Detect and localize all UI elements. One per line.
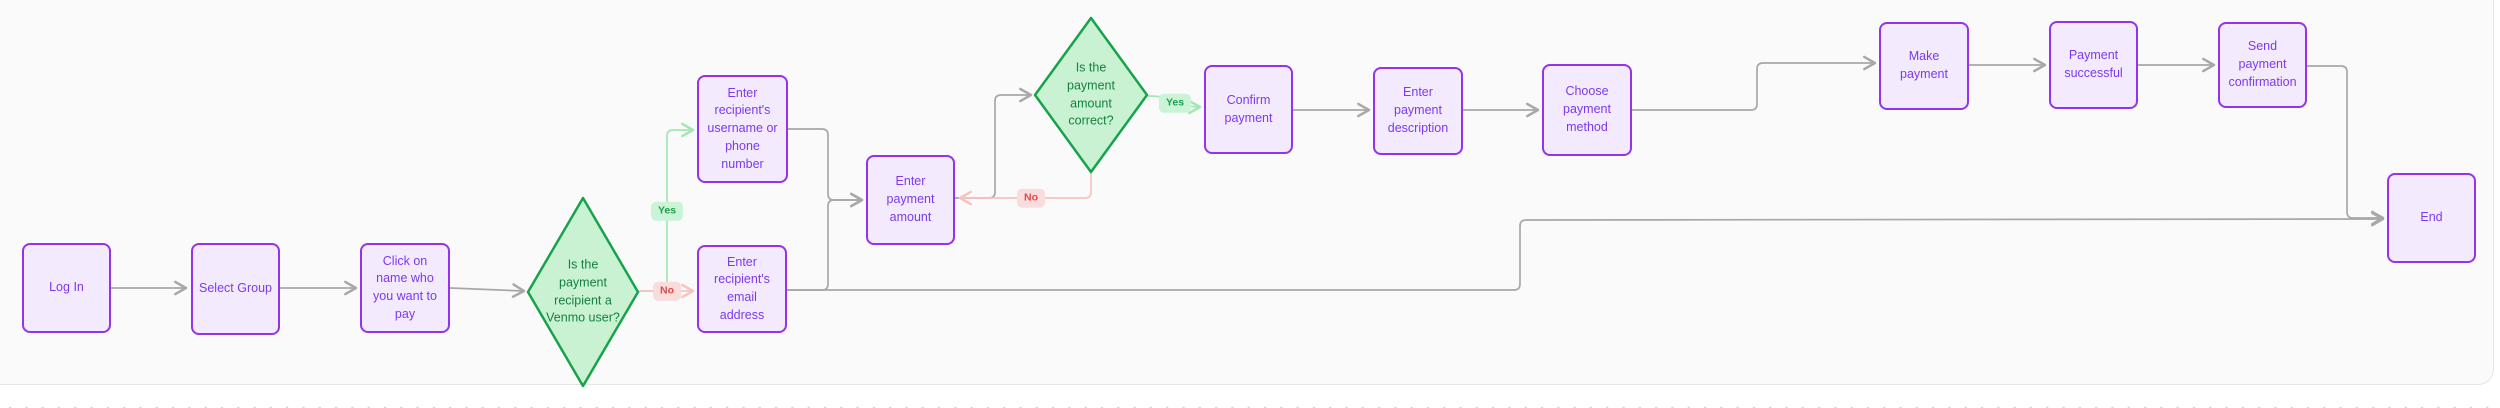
- node-make-payment[interactable]: Make payment: [1879, 22, 1969, 110]
- diamond-shape: [1033, 16, 1149, 174]
- edge-label-yes-venmo: Yes: [650, 201, 684, 221]
- diamond-shape: [526, 196, 640, 388]
- node-enter-email[interactable]: Enter recipient's email address: [697, 245, 787, 333]
- decision-label: Is the payment amount correct?: [1067, 60, 1115, 128]
- node-decision-amount-correct[interactable]: Is the payment amount correct?: [1033, 16, 1149, 174]
- node-confirm-payment[interactable]: Confirm payment: [1204, 65, 1293, 154]
- node-log-in[interactable]: Log In: [22, 243, 111, 333]
- node-click-name[interactable]: Click on name who you want to pay: [360, 243, 450, 333]
- node-payment-method[interactable]: Choose payment method: [1542, 64, 1632, 156]
- node-end[interactable]: End: [2387, 173, 2476, 263]
- edge-label-no-amount: No: [1017, 188, 1045, 208]
- node-payment-description[interactable]: Enter payment description: [1373, 67, 1463, 155]
- node-decision-venmo-user[interactable]: Is the payment recipient a Venmo user?: [526, 196, 640, 388]
- decision-label: Is the payment recipient a Venmo user?: [546, 257, 620, 325]
- node-send-confirmation[interactable]: Send payment confirmation: [2218, 22, 2307, 108]
- edge-label-no-venmo: No: [653, 281, 681, 301]
- node-enter-amount[interactable]: Enter payment amount: [866, 155, 955, 245]
- node-enter-username[interactable]: Enter recipient's username or phone numb…: [697, 75, 788, 183]
- node-payment-successful[interactable]: Payment successful: [2049, 21, 2138, 109]
- edge-label-yes-amount: Yes: [1158, 93, 1192, 113]
- node-select-group[interactable]: Select Group: [191, 243, 280, 335]
- dot-grid-canvas: [0, 386, 2500, 408]
